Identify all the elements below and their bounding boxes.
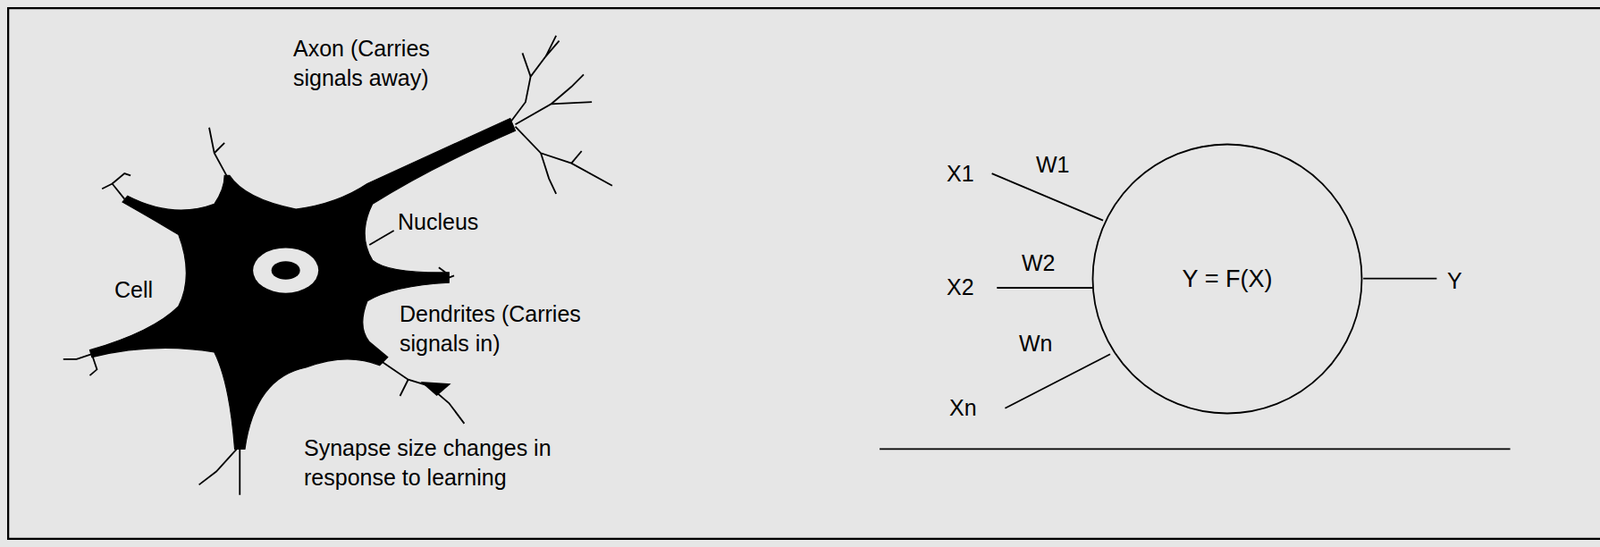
- weight-name: W2: [1021, 248, 1056, 278]
- input-name: X1: [946, 159, 975, 189]
- nucleolus: [271, 261, 301, 280]
- cell-label: Cell: [114, 275, 153, 305]
- neuron-circle: Y = F(X): [1091, 143, 1364, 415]
- circle-border: [1093, 144, 1363, 414]
- function-label: Y = F(X): [1182, 265, 1273, 294]
- cell-body: [89, 117, 515, 449]
- weight-name: W1: [1035, 150, 1070, 180]
- frame: [8, 8, 1600, 539]
- input-wires: [879, 173, 1510, 449]
- synapse-label: Synapse size changes in response to lear…: [303, 433, 599, 492]
- output-name: Y: [1447, 266, 1463, 296]
- axon-label: Axon (Carries signals away): [293, 33, 490, 93]
- nucleus-label: Nucleus: [397, 207, 479, 237]
- weight-name: Wn: [1018, 328, 1053, 359]
- dendrites-label: Dendrites (Carries signals in): [399, 299, 641, 358]
- synapse: [420, 381, 451, 396]
- dendrite-branches: [63, 35, 613, 496]
- input-name: Xn: [949, 393, 977, 423]
- input-name: X2: [946, 272, 975, 303]
- nucleus: [252, 247, 319, 293]
